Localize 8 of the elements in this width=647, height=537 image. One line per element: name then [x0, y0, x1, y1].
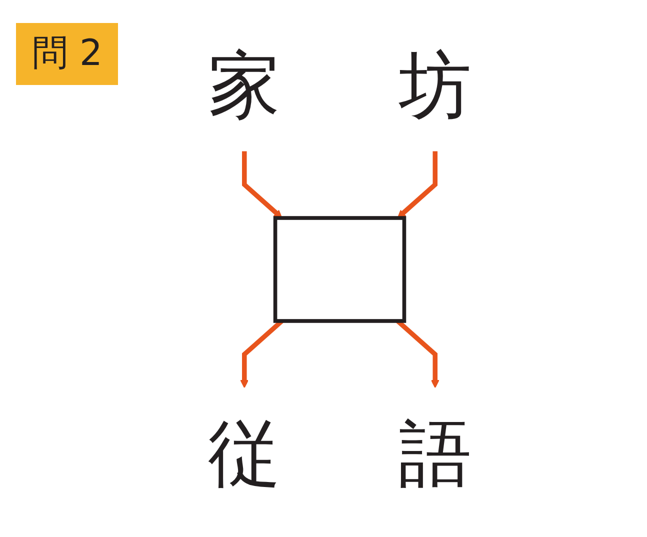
question-number-badge: 問 2 — [16, 23, 118, 85]
kanji-character: 語 — [399, 410, 472, 496]
kanji-character: 坊 — [399, 42, 472, 128]
kanji-character: 従 — [208, 410, 281, 496]
arrow — [397, 151, 438, 218]
arrow — [242, 151, 282, 218]
kanji-character: 家 — [208, 42, 281, 128]
blank-box — [274, 216, 406, 323]
